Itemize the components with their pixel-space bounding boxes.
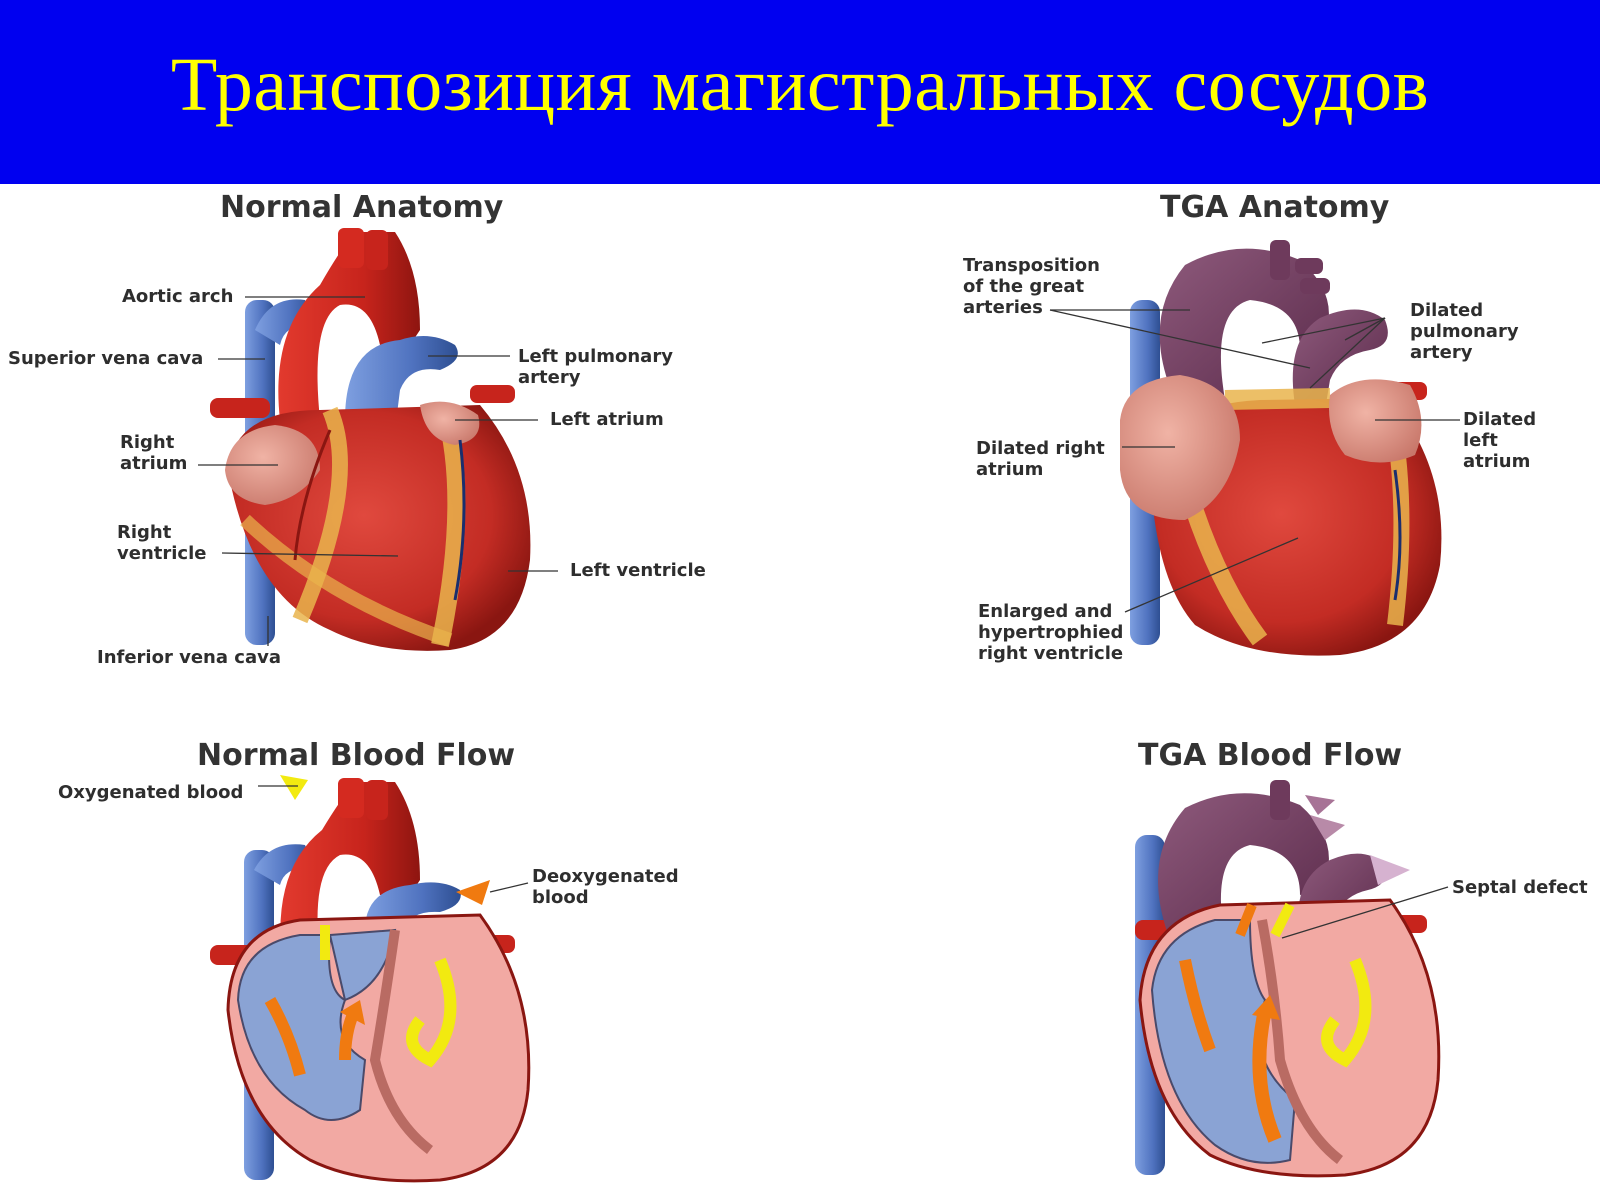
normal-anatomy-leaders: [198, 296, 558, 646]
label-inferior-vena-cava: Inferior vena cava: [97, 647, 281, 668]
normal-flow-title: Normal Blood Flow: [197, 738, 516, 773]
tga-anatomy-leaders: [1049, 309, 1460, 613]
label-transposition-great-arteries: Transposition of the great arteries: [963, 255, 1100, 318]
label-dilated-right-atrium: Dilated right atrium: [976, 438, 1105, 480]
normal-anatomy-title: Normal Anatomy: [220, 190, 504, 225]
tga-flow-title: TGA Blood Flow: [1138, 738, 1403, 773]
label-dilated-left-atrium: Dilated left atrium: [1463, 409, 1537, 472]
label-left-atrium: Left atrium: [550, 409, 664, 430]
label-enlarged-right-ventricle: Enlarged and hypertrophied right ventric…: [978, 601, 1124, 664]
label-septal-defect: Septal defect: [1452, 877, 1588, 898]
tga-flow-leaders: [1281, 886, 1449, 939]
label-right-ventricle: Right ventricle: [117, 522, 207, 564]
label-oxygenated-blood: Oxygenated blood: [58, 782, 244, 803]
label-left-pulmonary-artery: Left pulmonary artery: [518, 346, 673, 388]
label-right-atrium: Right atrium: [120, 432, 188, 474]
tga-anatomy-title: TGA Anatomy: [1160, 190, 1390, 225]
label-deoxygenated-blood: Deoxygenated blood: [532, 866, 679, 908]
title-banner: Транспозиция магистральных сосудов: [0, 0, 1600, 184]
label-left-ventricle: Left ventricle: [570, 560, 706, 581]
normal-anatomy-heart: [210, 228, 531, 651]
tga-flow-heart: [1135, 780, 1441, 1178]
normal-flow-heart: [210, 775, 531, 1183]
label-dilated-pulmonary-artery: Dilated pulmonary artery: [1410, 300, 1519, 363]
slide-title: Транспозиция магистральных сосудов: [170, 42, 1430, 127]
label-superior-vena-cava: Superior vena cava: [8, 348, 204, 369]
label-aortic-arch: Aortic arch: [122, 286, 234, 307]
normal-flow-leaders: [258, 785, 529, 893]
